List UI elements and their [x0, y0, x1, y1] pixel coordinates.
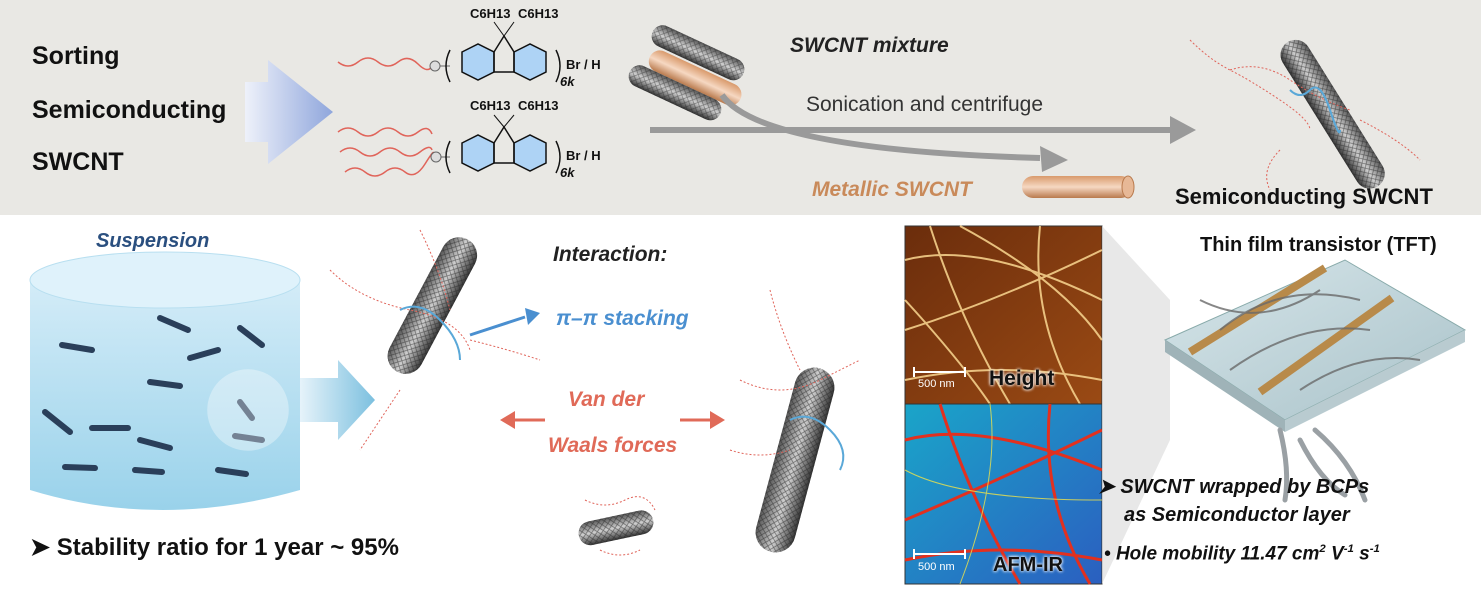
pi-stacking-label: π–π stacking: [556, 307, 689, 330]
metallic-swcnt-label: Metallic SWCNT: [812, 178, 972, 201]
semiconducting-swcnt-tube: [1189, 39, 1421, 191]
swcnt-mixture-illustration: [628, 25, 745, 121]
mobility-sup-1: 2: [1319, 543, 1326, 555]
substituent-1: C6H13: [470, 6, 511, 21]
bullet-1: ➤ SWCNT wrapped by BCPs: [1098, 476, 1370, 498]
swcnt-mixture-label: SWCNT mixture: [790, 34, 949, 57]
polymer-structure-2: [337, 114, 561, 177]
suspension-arrow: [300, 360, 375, 440]
repeat-unit-1: 6k: [560, 74, 575, 89]
substituent-4: C6H13: [518, 98, 559, 113]
suspension-container: [29, 251, 301, 510]
interaction-label: Interaction:: [553, 243, 668, 266]
substituent-2: C6H13: [518, 6, 559, 21]
tft-device: [1163, 259, 1467, 503]
wrapped-swcnt-tube-1: [329, 229, 541, 451]
title-line-2: Semiconducting: [32, 96, 227, 124]
bullet-1-line-2: as Semiconductor layer: [1124, 504, 1350, 526]
sorting-arrow: [245, 60, 333, 164]
mobility-sup-2: -1: [1343, 543, 1354, 555]
scale-bar-afm-ir: [913, 549, 966, 559]
title-line-1: Sorting: [32, 42, 120, 70]
mobility-unit-s: s: [1353, 543, 1370, 565]
metallic-swcnt-tube: [1022, 175, 1135, 199]
metallic-branch-arrow: [719, 93, 1041, 161]
scale-bar-height: [913, 367, 966, 377]
tft-title: Thin film transistor (TFT): [1200, 234, 1437, 256]
bullet-1-line-1: SWCNT wrapped by BCPs: [1120, 476, 1370, 498]
process-arrow-head: [1170, 116, 1196, 144]
afm-height-label: Height: [989, 367, 1055, 390]
polymer-structure-1: [337, 21, 561, 83]
tft-zoom-cone: [1102, 226, 1170, 584]
vdw-label-line-1: Van der: [568, 388, 645, 411]
semiconducting-swcnt-label: Semiconducting SWCNT: [1175, 184, 1433, 209]
stability-text: ➤ Stability ratio for 1 year ~ 95%: [30, 534, 399, 561]
afm-ir-label: AFM-IR: [993, 554, 1063, 576]
stability-value: Stability ratio for 1 year ~ 95%: [56, 534, 399, 561]
title-line-3: SWCNT: [32, 148, 124, 176]
process-label: Sonication and centrifuge: [806, 93, 1043, 116]
mobility-unit-v: V: [1325, 543, 1344, 565]
bullet-2: • Hole mobility 11.47 cm2 V-1 s-1: [1104, 543, 1380, 565]
wrapped-swcnt-tube-2: [729, 289, 861, 553]
mobility-prefix: Hole mobility 11.47 cm: [1115, 543, 1320, 565]
afm-ir-image: [904, 403, 1103, 585]
pi-stacking-arrow-line: [469, 315, 526, 337]
end-group-2: Br / H: [566, 148, 601, 163]
repeat-unit-2: 6k: [560, 165, 575, 180]
substituent-3: C6H13: [470, 98, 511, 113]
scale-bar-height-label: 500 nm: [918, 378, 955, 390]
afm-height-image: [904, 225, 1103, 405]
vdw-label-line-2: Waals forces: [548, 434, 678, 457]
short-swcnt-tube: [578, 496, 656, 556]
scale-bar-afm-ir-label: 500 nm: [918, 561, 955, 573]
mobility-sup-3: -1: [1369, 543, 1380, 555]
end-group-1: Br / H: [566, 57, 601, 72]
suspension-label: Suspension: [96, 230, 210, 252]
